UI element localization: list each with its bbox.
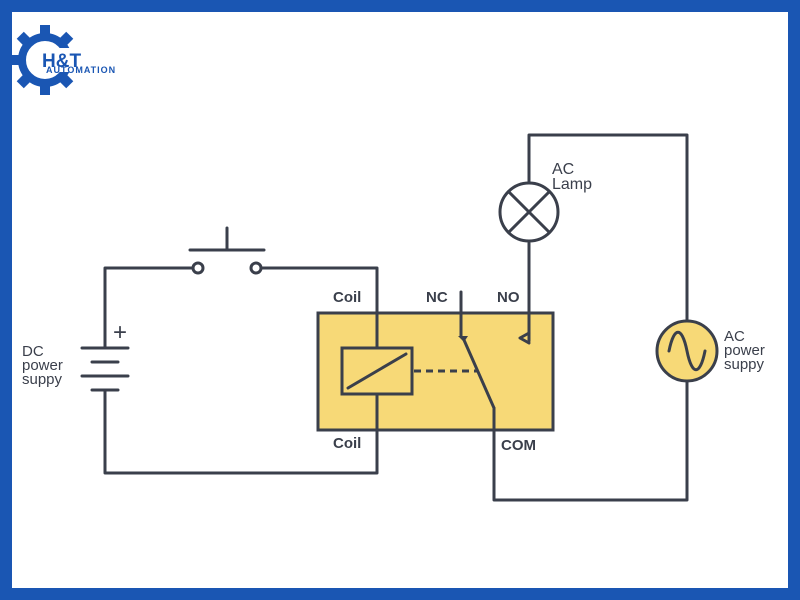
dc-plus-sign: +: [113, 319, 127, 346]
switch-arm: [462, 338, 496, 410]
com-label: COM: [501, 437, 536, 454]
coil-label-top: Coil: [333, 289, 361, 306]
svg-text:Lamp: Lamp: [552, 176, 592, 193]
wire-dc-return: [103, 388, 379, 475]
dc-circuit: [103, 266, 379, 475]
no-contact-tip: [518, 331, 531, 345]
wire-switch-left: [103, 266, 194, 350]
wire-source-to-com: [492, 379, 689, 502]
logo: H&T AUTOMATION: [12, 25, 116, 95]
svg-text:DC: DC: [22, 343, 44, 360]
svg-text:power: power: [724, 342, 765, 359]
ac-circuit: [492, 133, 689, 502]
push-button-switch: [188, 226, 266, 275]
svg-text:suppy: suppy: [22, 371, 63, 388]
wire-lamp-to-source: [527, 133, 689, 322]
relay-circuit-diagram: H&T AUTOMATION + DC power suppy Coil C: [12, 25, 765, 502]
dc-battery-symbol: +: [80, 319, 130, 392]
ac-supply-label: AC power suppy: [724, 328, 765, 373]
diagram-frame: H&T AUTOMATION + DC power suppy Coil C: [12, 12, 788, 588]
coil-label-bottom: Coil: [333, 435, 361, 452]
relay-switch-contacts: [458, 290, 531, 432]
no-label: NO: [497, 289, 520, 306]
logo-name: H&T: [42, 51, 81, 72]
svg-text:suppy: suppy: [724, 356, 765, 373]
relay-coil: [340, 346, 414, 396]
nc-label: NC: [426, 289, 448, 306]
ac-source-symbol: [655, 319, 719, 383]
svg-text:AC: AC: [552, 161, 574, 178]
gear-icon: [12, 25, 89, 95]
ac-lamp-symbol: [498, 181, 560, 243]
ac-lamp-label: AC Lamp: [552, 161, 592, 193]
svg-text:AC: AC: [724, 328, 745, 345]
svg-text:power: power: [22, 357, 63, 374]
relay-body: [316, 311, 555, 432]
wire-switch-right: [260, 266, 379, 315]
logo-subtitle: AUTOMATION: [46, 65, 116, 75]
dc-supply-label: DC power suppy: [22, 343, 63, 388]
